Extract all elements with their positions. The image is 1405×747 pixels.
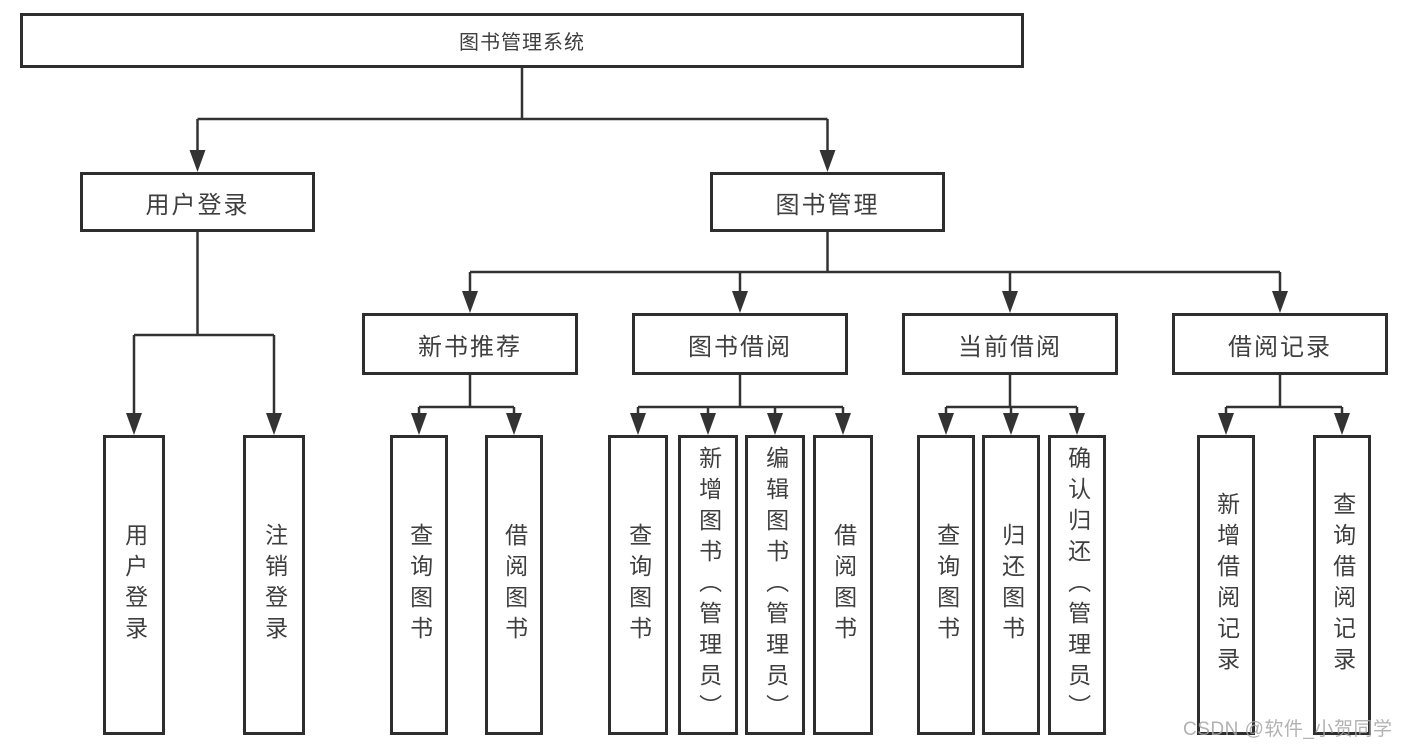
connector-root-to-level2 bbox=[196, 68, 829, 156]
arrowhead-icon bbox=[1002, 291, 1018, 313]
arrowhead-icon bbox=[126, 413, 142, 435]
arrowhead-icon bbox=[630, 413, 646, 435]
arrowhead-icon bbox=[411, 413, 427, 435]
arrowhead-icon bbox=[506, 413, 522, 435]
node-current-borrowing: 当前借阅 bbox=[902, 313, 1118, 375]
node-label: 确认归还（管理员） bbox=[1064, 445, 1091, 725]
node-label: 查询图书 bbox=[406, 523, 433, 647]
node-label: 查询借阅记录 bbox=[1329, 492, 1356, 678]
connector-bookmgmt-to-level3 bbox=[468, 232, 1282, 298]
arrowhead-icon bbox=[767, 413, 783, 435]
node-leaf-borrow-books-2: 借阅图书 bbox=[813, 435, 873, 735]
node-leaf-query-books-1: 查询图书 bbox=[390, 435, 448, 735]
node-label: 查询图书 bbox=[625, 523, 652, 647]
node-leaf-query-books-3: 查询图书 bbox=[917, 435, 975, 735]
arrowhead-icon bbox=[732, 291, 748, 313]
node-label: 图书借阅 bbox=[688, 333, 792, 361]
node-leaf-user-login: 用户登录 bbox=[103, 435, 165, 735]
node-label: 用户登录 bbox=[121, 523, 148, 647]
node-label: 归还图书 bbox=[998, 523, 1025, 647]
node-leaf-add-borrow-record: 新增借阅记录 bbox=[1197, 435, 1255, 735]
connector-records-to-leaves bbox=[1224, 375, 1344, 420]
arrowhead-icon bbox=[1334, 413, 1350, 435]
node-label: 借阅记录 bbox=[1228, 333, 1332, 361]
node-label: 借阅图书 bbox=[501, 523, 528, 647]
csdn-watermark: CSDN @软件_小贺同学 bbox=[1183, 719, 1393, 740]
node-label: 新书推荐 bbox=[418, 333, 522, 361]
node-new-book-recommend: 新书推荐 bbox=[362, 313, 578, 375]
node-user-login-branch: 用户登录 bbox=[80, 172, 315, 232]
node-label: 用户登录 bbox=[145, 191, 250, 219]
arrowhead-icon bbox=[819, 150, 836, 172]
node-label: 当前借阅 bbox=[958, 333, 1062, 361]
arrowhead-icon bbox=[700, 413, 716, 435]
node-book-management-branch: 图书管理 bbox=[710, 172, 945, 232]
node-leaf-return-books: 归还图书 bbox=[982, 435, 1040, 735]
arrowhead-icon bbox=[1069, 413, 1085, 435]
node-label: 注销登录 bbox=[261, 523, 288, 647]
arrowhead-icon bbox=[1218, 413, 1234, 435]
node-leaf-query-books-2: 查询图书 bbox=[608, 435, 668, 735]
node-leaf-add-books-admin: 新增图书（管理员） bbox=[678, 435, 738, 735]
node-leaf-edit-books-admin: 编辑图书（管理员） bbox=[745, 435, 805, 735]
arrowhead-icon bbox=[938, 413, 954, 435]
node-borrowing-records: 借阅记录 bbox=[1172, 313, 1388, 375]
node-label: 新增图书（管理员） bbox=[695, 445, 722, 725]
arrowhead-icon bbox=[1272, 291, 1288, 313]
node-label: 新增借阅记录 bbox=[1213, 492, 1240, 678]
arrowhead-icon bbox=[462, 291, 478, 313]
node-leaf-confirm-return-admin: 确认归还（管理员） bbox=[1048, 435, 1106, 735]
connector-borrowing-to-leaves bbox=[636, 375, 845, 420]
arrowhead-icon bbox=[1003, 413, 1019, 435]
arrowhead-icon bbox=[266, 413, 282, 435]
arrowhead-icon bbox=[835, 413, 851, 435]
connector-newbooks-to-leaves bbox=[417, 375, 516, 420]
node-leaf-borrow-books-1: 借阅图书 bbox=[485, 435, 543, 735]
node-leaf-query-borrow-record: 查询借阅记录 bbox=[1313, 435, 1371, 735]
node-label: 图书管理 bbox=[775, 191, 880, 219]
node-label: 借阅图书 bbox=[830, 523, 857, 647]
arrowhead-icon bbox=[189, 150, 206, 172]
node-label: 编辑图书（管理员） bbox=[762, 445, 789, 725]
node-label: 查询图书 bbox=[933, 523, 960, 647]
node-leaf-logout: 注销登录 bbox=[243, 435, 305, 735]
node-root-system: 图书管理系统 bbox=[20, 13, 1024, 68]
node-book-borrowing: 图书借阅 bbox=[632, 313, 848, 375]
connector-current-to-leaves bbox=[944, 375, 1079, 420]
node-label: 图书管理系统 bbox=[459, 32, 585, 54]
connector-userlogin-to-leaves bbox=[132, 232, 276, 420]
